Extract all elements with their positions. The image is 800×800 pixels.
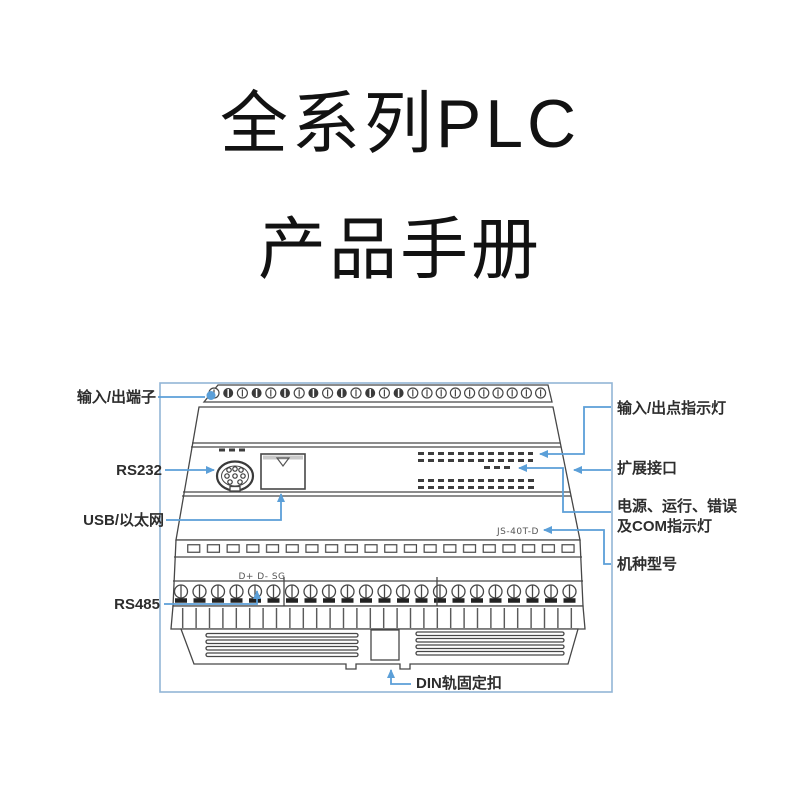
label-io-terminals: 输入/出端子 (77, 388, 156, 406)
callout-lines (158, 391, 611, 685)
callout-labels: 输入/出端子 RS232 USB/以太网 RS485 DIN轨固定扣 输入/出点… (77, 388, 738, 692)
leader-din-clip (387, 669, 411, 685)
leader-io-indicators (539, 406, 611, 458)
usb-port (260, 453, 306, 490)
label-model: 机种型号 (617, 555, 677, 573)
label-power-indicators-line1: 电源、运行、错误 (617, 497, 738, 515)
status-leds (418, 452, 537, 489)
label-usb-ethernet: USB/以太网 (83, 511, 164, 529)
rs232-connector (215, 448, 255, 492)
leader-model (543, 526, 611, 565)
model-number-text: JS-40T-D (496, 527, 539, 537)
din-rail-clip (370, 629, 400, 661)
vent-slats (205, 631, 565, 658)
label-power-indicators-line2: 及COM指示灯 (617, 517, 712, 535)
rs232-pins (224, 466, 246, 485)
label-rs232: RS232 (116, 462, 162, 479)
label-io-indicators: 输入/出点指示灯 (617, 399, 726, 417)
rs485-pin-labels: D+ D- SG (238, 572, 285, 582)
terminal-cover-row (187, 544, 580, 553)
leader-usb-ethernet (166, 493, 285, 521)
label-rs485: RS485 (114, 596, 160, 613)
diagram-frame (159, 382, 613, 693)
leader-power-indicators (518, 464, 611, 513)
label-din-clip: DIN轨固定扣 (416, 674, 502, 692)
usb-triangle-mark (275, 457, 291, 467)
device-body (170, 406, 586, 670)
doc-title-line1: 全系列PLC (219, 86, 581, 162)
top-terminal-strip (202, 384, 553, 403)
callout-dot (206, 391, 216, 400)
rs485-terminal-row (173, 577, 583, 606)
leader-rs485 (164, 590, 261, 605)
plc-device-drawing: JS-40T-D D+ D- SG (170, 384, 586, 670)
doc-title-line2: 产品手册 (257, 212, 542, 288)
label-expansion-port: 扩展接口 (617, 459, 677, 477)
